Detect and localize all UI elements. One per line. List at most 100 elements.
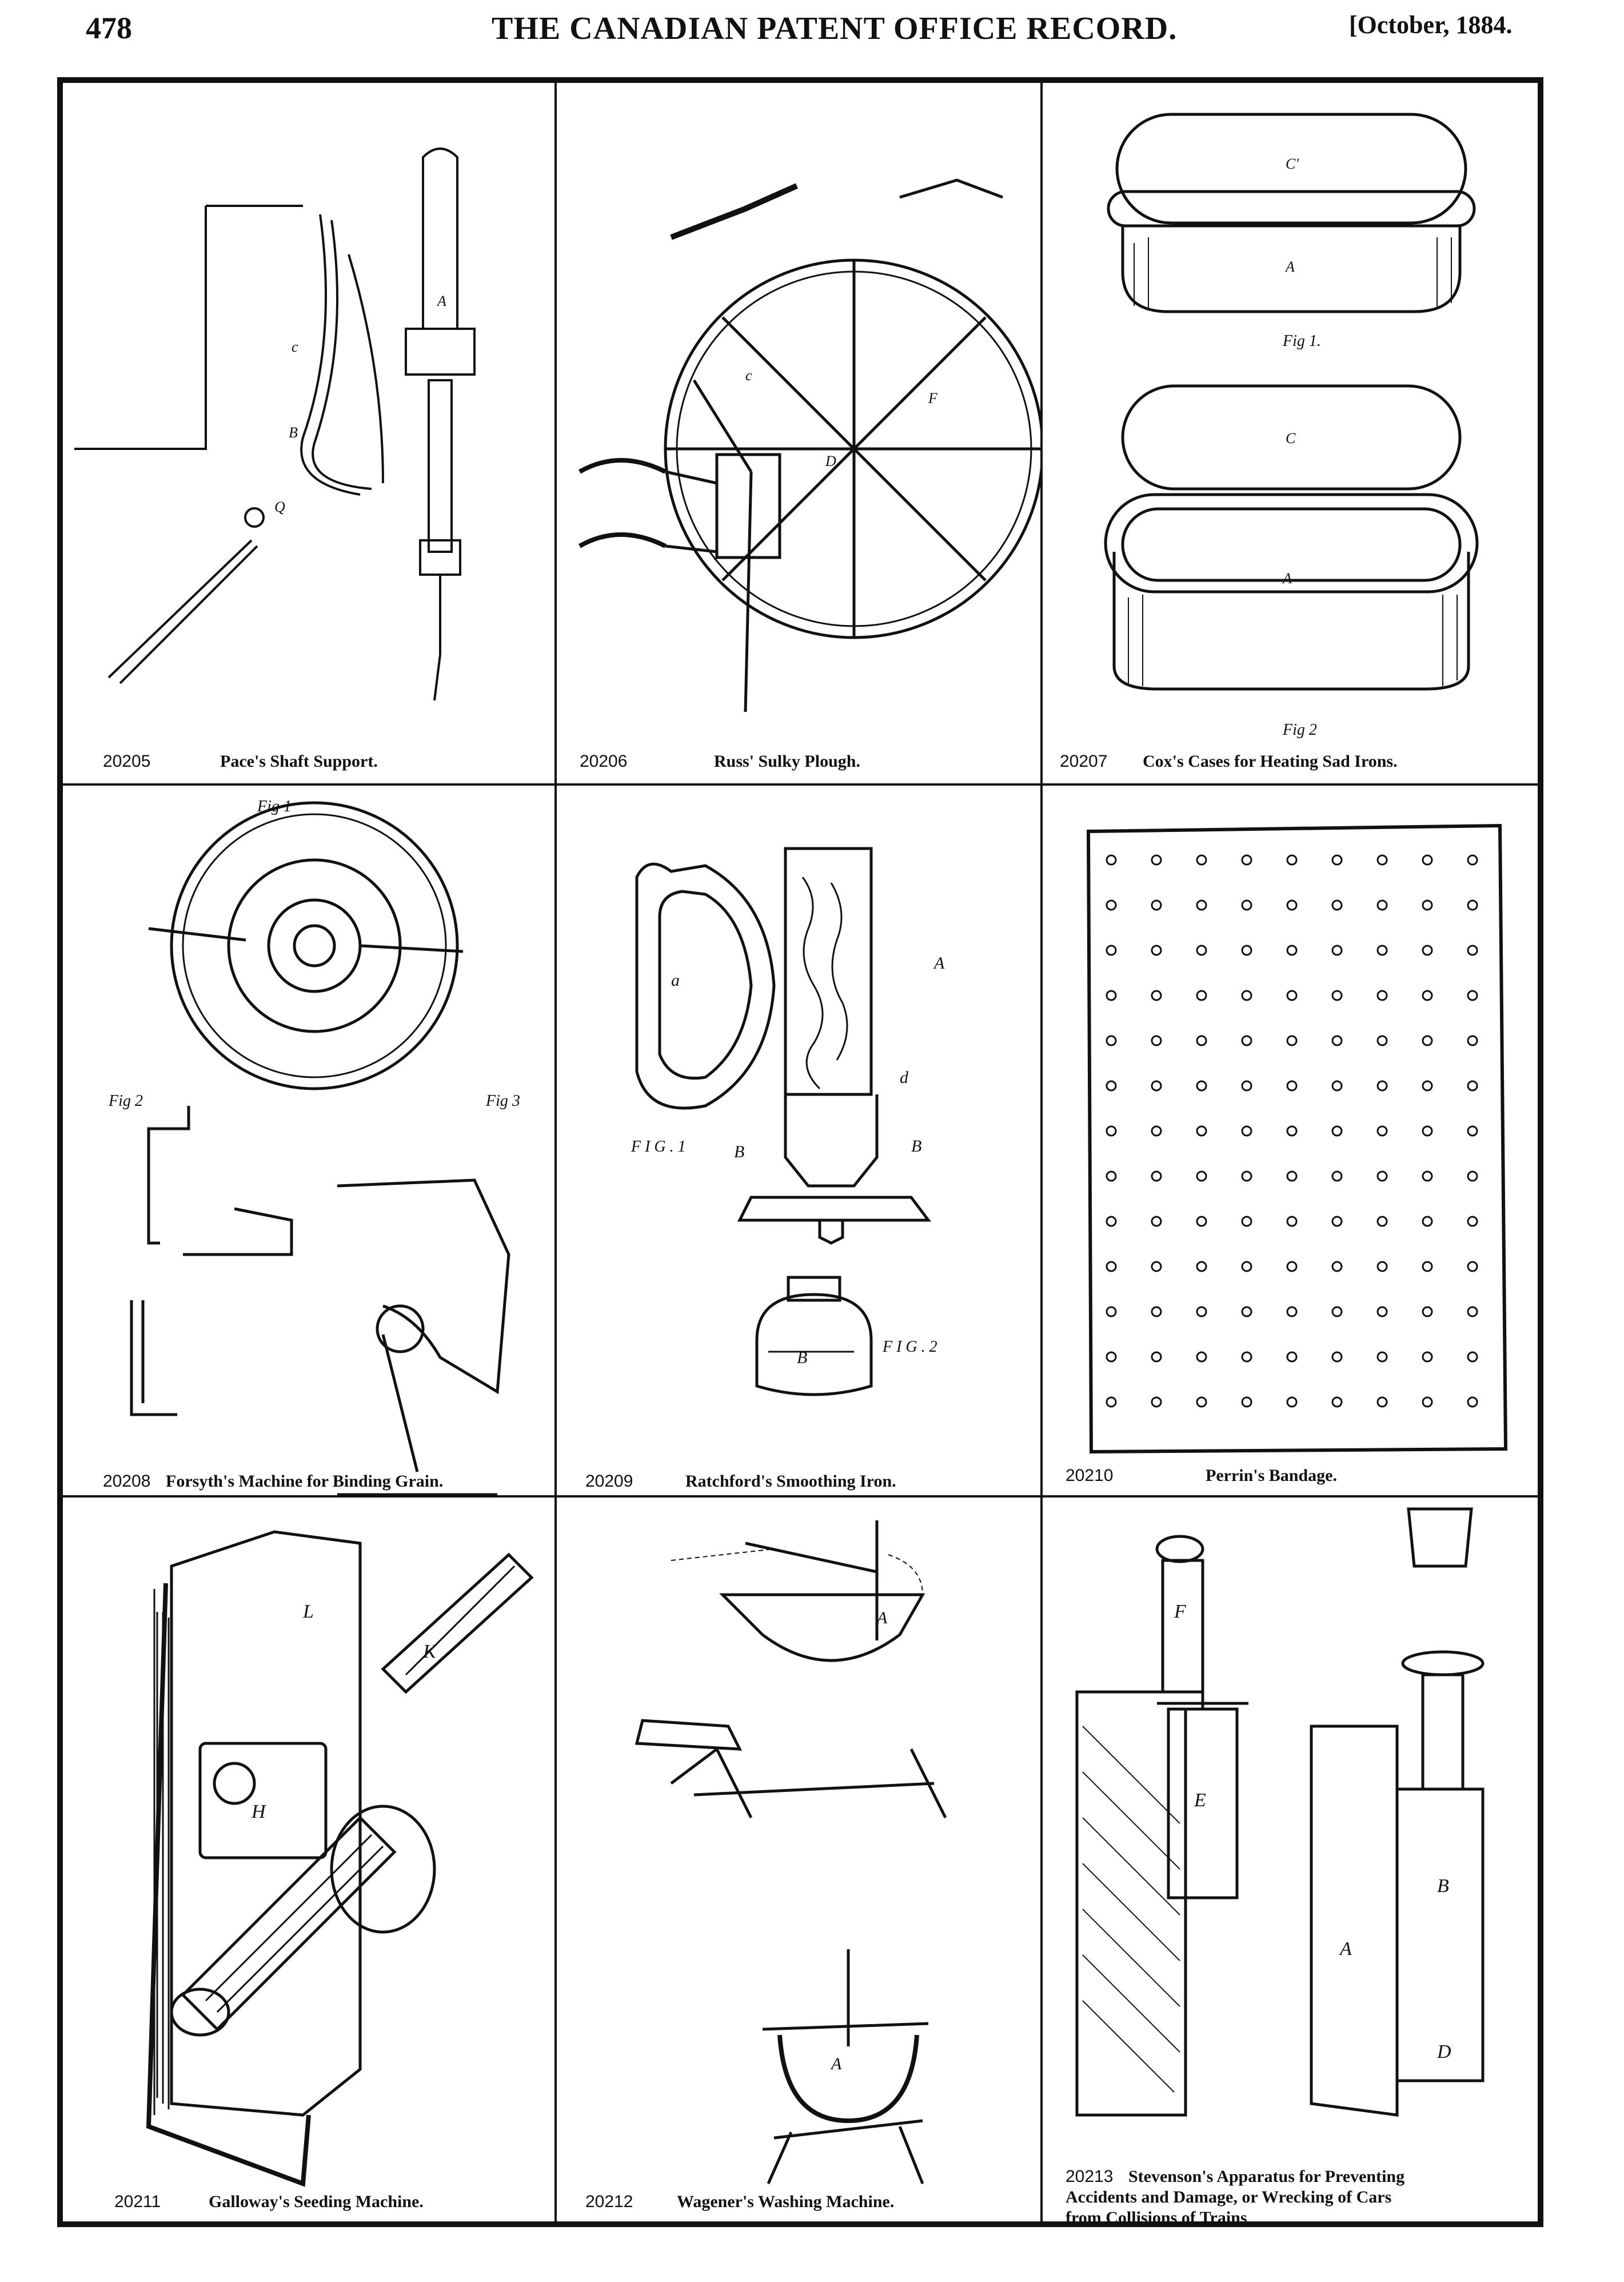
figure-label: F I G . 2: [882, 1338, 937, 1356]
bandage-hole: [1196, 1261, 1207, 1272]
bandage-hole: [1286, 1170, 1298, 1182]
figure-label: Fig 2: [1282, 721, 1317, 739]
bandage-hole: [1151, 945, 1162, 956]
bandage-hole: [1331, 1170, 1343, 1182]
bandage-hole: [1241, 1306, 1252, 1317]
bandage-hole: [1422, 1306, 1433, 1317]
bandage-hole: [1376, 1306, 1388, 1317]
svg-text:B: B: [911, 1137, 921, 1156]
bandage-hole: [1376, 1080, 1388, 1092]
bandage-hole: [1151, 1261, 1162, 1272]
bandage-hole: [1151, 1035, 1162, 1046]
bandage-hole: [1106, 1351, 1117, 1363]
bandage-hole: [1286, 1306, 1298, 1317]
bandage-hole: [1376, 1170, 1388, 1182]
bandage-hole: [1106, 945, 1117, 956]
bandage-hole: [1467, 1396, 1478, 1408]
bandage-hole: [1331, 1125, 1343, 1137]
patent-number: 20210: [1066, 1466, 1114, 1485]
bandage-hole: [1331, 1261, 1343, 1272]
bandage-hole: [1286, 1261, 1298, 1272]
bandage-hole: [1106, 1170, 1117, 1182]
figure-label: Fig 3: [485, 1092, 520, 1110]
bandage-hole: [1376, 1261, 1388, 1272]
figure-label: Fig 2: [108, 1092, 143, 1110]
bandage-hole: [1106, 899, 1117, 911]
svg-text:B: B: [734, 1142, 744, 1161]
bandage-hole: [1286, 945, 1298, 956]
bandage-hole: [1376, 1216, 1388, 1227]
svg-text:A: A: [830, 2054, 842, 2073]
bandage-hole: [1422, 1035, 1433, 1046]
bandage-hole: [1422, 899, 1433, 911]
svg-text:Q: Q: [274, 499, 285, 515]
bandage-hole: [1422, 1080, 1433, 1092]
svg-text:c: c: [745, 367, 752, 384]
bandage-hole: [1331, 1080, 1343, 1092]
bandage-hole: [1376, 1351, 1388, 1363]
issue-date: [October, 1884.: [1349, 11, 1513, 39]
patent-title: Stevenson's Apparatus for Preventing Acc…: [1066, 2167, 1405, 2221]
bandage-hole: [1286, 1125, 1298, 1137]
bandage-hole: [1422, 990, 1433, 1001]
bandage-hole: [1241, 990, 1252, 1001]
bandage-hole: [1467, 1170, 1478, 1182]
seeding-machine-illustration: LHK: [146, 1530, 534, 2187]
bandage-hole: [1196, 1035, 1207, 1046]
bandage-hole: [1376, 1396, 1388, 1408]
bandage-hole: [1241, 1035, 1252, 1046]
bandage-hole: [1196, 1306, 1207, 1317]
bandage-hole: [1286, 899, 1298, 911]
collision-apparatus-illustration: FAD EB: [1075, 1507, 1485, 2117]
svg-text:C': C': [1286, 156, 1299, 172]
bandage-hole: [1376, 854, 1388, 866]
bandage-hole: [1151, 1306, 1162, 1317]
patent-number: 20212: [585, 2192, 633, 2211]
patent-title: Cox's Cases for Heating Sad Irons.: [1143, 752, 1398, 771]
binding-machine-illustration: Fig 1 Fig 2 Fig 3: [108, 798, 520, 1495]
bandage-hole: [1331, 854, 1343, 866]
patent-number: 20207: [1060, 752, 1108, 771]
bandage-hole: [1422, 1125, 1433, 1137]
bandage-hole: [1467, 1035, 1478, 1046]
bandage-hole: [1467, 1261, 1478, 1272]
bandage-hole: [1151, 1216, 1162, 1227]
patent-caption: 20207 Cox's Cases for Heating Sad Irons.: [1060, 752, 1398, 771]
sad-iron-cases-illustration: C'A CA Fig 1. Fig 2: [1104, 113, 1479, 739]
bandage-hole: [1331, 1351, 1343, 1363]
figure-label: F I G . 1: [631, 1138, 686, 1156]
bandage-hole: [1241, 1080, 1252, 1092]
bandage-hole: [1331, 945, 1343, 956]
bandage-hole: [1241, 1170, 1252, 1182]
bandage-hole: [1286, 1351, 1298, 1363]
svg-text:d: d: [900, 1068, 909, 1087]
svg-text:A: A: [436, 293, 446, 309]
bandage-hole: [1467, 1216, 1478, 1227]
bandage-hole: [1196, 854, 1207, 866]
svg-text:L: L: [302, 1601, 314, 1622]
bandage-hole: [1467, 1306, 1478, 1317]
bandage-hole: [1196, 945, 1207, 956]
bandage-hole: [1106, 1080, 1117, 1092]
bandage-hole: [1151, 1396, 1162, 1408]
svg-text:C: C: [1286, 430, 1296, 447]
bandage-hole: [1422, 1396, 1433, 1408]
bandage-hole: [1422, 1261, 1433, 1272]
patent-title: Ratchford's Smoothing Iron.: [685, 1472, 896, 1491]
bandage-hole: [1376, 945, 1388, 956]
figure-label: Fig 1: [257, 798, 292, 815]
bandage-hole: [1241, 1351, 1252, 1363]
bandage-hole: [1241, 945, 1252, 956]
row-divider: [63, 783, 1538, 786]
